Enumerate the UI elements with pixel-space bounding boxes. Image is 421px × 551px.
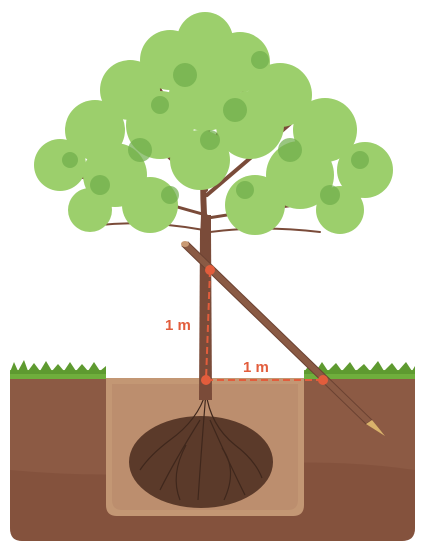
horizontal-measurement-label: 1 m: [243, 359, 269, 376]
stake-top: [181, 241, 189, 247]
grass-strip: [10, 360, 415, 379]
measurement-point-stake-ground: [318, 375, 328, 385]
vertical-measurement-label: 1 m: [165, 317, 191, 334]
grass-left-blades: [10, 360, 106, 374]
tree-trunk-upper: [200, 215, 211, 240]
measurement-point-trunk-base: [201, 375, 211, 385]
tree-canopy: [34, 12, 393, 235]
measurement-point-tie: [205, 265, 215, 275]
